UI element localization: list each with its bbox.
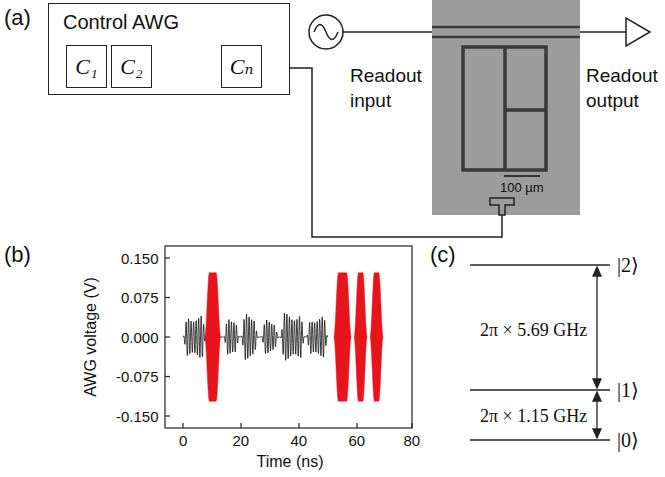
readout-wire — [343, 31, 432, 33]
port-label: Readout input — [350, 63, 430, 113]
source-symbol — [309, 15, 343, 49]
tick-label: 0 — [179, 432, 187, 449]
control-wire — [290, 68, 502, 237]
tick-label: -0.150 — [116, 408, 159, 425]
sine-symbol — [314, 25, 338, 40]
panel-letter: (a) — [4, 5, 31, 31]
control-pad — [490, 198, 514, 215]
frequency-label: 2π × 5.69 GHz — [480, 320, 587, 341]
state-label: |1⟩ — [617, 378, 639, 402]
transition-arrow — [593, 267, 601, 438]
panel-letter: (b) — [4, 242, 31, 268]
awg-box: Control AWG C₁ C₂ Cₙ — [48, 3, 290, 95]
amplifier-symbol — [626, 18, 650, 46]
tick-label: 80 — [404, 432, 421, 449]
tick-label: 0.000 — [121, 329, 159, 346]
tick-label: 0.150 — [121, 250, 159, 267]
channel-box: C₂ — [111, 45, 152, 88]
channel-box: Cₙ — [221, 45, 262, 88]
frequency-label: 2π × 1.15 GHz — [480, 406, 587, 427]
chip-image — [432, 0, 580, 215]
panel-letter: (c) — [430, 242, 456, 268]
feedline — [432, 26, 580, 29]
scale-bar — [504, 175, 540, 177]
qubit-island — [505, 108, 546, 112]
feedline — [432, 36, 580, 39]
channel-box: C₁ — [66, 45, 107, 88]
tick-label: -0.075 — [116, 368, 159, 385]
axis-title: AWG voltage (V) — [81, 277, 99, 396]
pi-pulse-waveform — [205, 273, 383, 402]
state-label: |0⟩ — [617, 428, 639, 452]
axis-title: Time (ns) — [257, 453, 324, 471]
tick-label: 60 — [349, 432, 366, 449]
channel-label: C₂ — [120, 54, 142, 80]
tick-label: 40 — [291, 432, 308, 449]
tick-marks — [165, 258, 412, 428]
qubit-island — [463, 47, 546, 170]
awg-title: Control AWG — [63, 11, 179, 34]
scale-label: 100 µm — [500, 180, 544, 195]
tick-label: 20 — [233, 432, 250, 449]
readout-wire — [580, 31, 626, 33]
plot-frame — [165, 246, 412, 428]
port-label: Readout output — [586, 63, 662, 113]
tick-label: 0.075 — [121, 289, 159, 306]
channel-label: Cₙ — [230, 54, 254, 80]
state-label: |2⟩ — [617, 253, 639, 277]
energy-level — [470, 265, 610, 440]
channel-label: C₁ — [75, 54, 97, 80]
